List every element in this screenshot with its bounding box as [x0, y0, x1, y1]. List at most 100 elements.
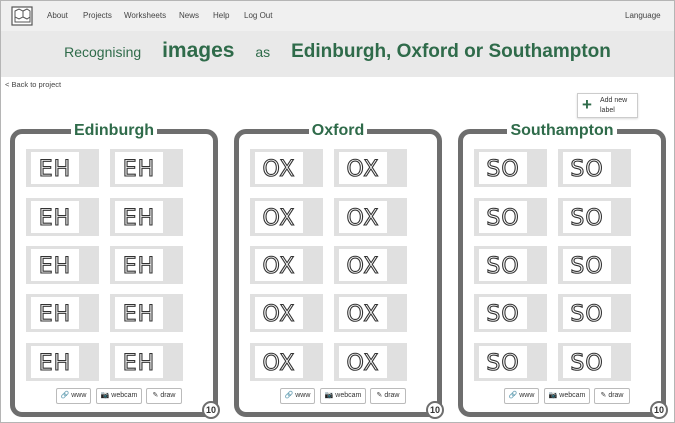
- webcam-button[interactable]: 📷 webcam: [96, 388, 142, 404]
- logo-icon[interactable]: [11, 6, 33, 26]
- training-example-tile[interactable]: EH: [110, 294, 183, 332]
- webcam-label: webcam: [559, 392, 586, 399]
- training-example-tile[interactable]: EH: [110, 246, 183, 284]
- training-example-tile[interactable]: SO: [474, 149, 547, 187]
- training-example-tile[interactable]: OX: [334, 294, 407, 332]
- handwritten-sample-image: OX: [339, 249, 387, 281]
- training-example-tile[interactable]: OX: [250, 294, 323, 332]
- svg-text:SO: SO: [486, 206, 519, 231]
- pencil-icon: ✎: [376, 392, 385, 399]
- www-button[interactable]: 🔗 www: [504, 388, 539, 404]
- svg-text:EH: EH: [123, 254, 155, 279]
- handwritten-sample-image: EH: [115, 249, 163, 281]
- handwritten-sample-image: SO: [479, 201, 527, 233]
- draw-button[interactable]: ✎ draw: [370, 388, 406, 404]
- nav-worksheets[interactable]: Worksheets: [124, 11, 167, 20]
- svg-text:SO: SO: [570, 254, 603, 279]
- label-title-wrap: Southampton: [463, 122, 661, 140]
- handwritten-sample-image: SO: [479, 152, 527, 184]
- training-example-tile[interactable]: OX: [334, 149, 407, 187]
- svg-text:SO: SO: [570, 351, 603, 376]
- training-example-tile[interactable]: SO: [558, 198, 631, 236]
- svg-text:SO: SO: [570, 206, 603, 231]
- handwritten-sample-image: OX: [255, 346, 303, 378]
- draw-button[interactable]: ✎ draw: [146, 388, 182, 404]
- handwritten-sample-image: OX: [255, 249, 303, 281]
- training-example-tile[interactable]: EH: [26, 294, 99, 332]
- handwritten-sample-image: OX: [255, 152, 303, 184]
- handwritten-sample-image: EH: [115, 152, 163, 184]
- example-count-badge: 10: [426, 401, 444, 419]
- handwritten-sample-image: SO: [563, 201, 611, 233]
- svg-text:SO: SO: [486, 302, 519, 327]
- svg-text:EH: EH: [39, 254, 71, 279]
- handwritten-sample-image: SO: [563, 346, 611, 378]
- training-example-tile[interactable]: SO: [558, 149, 631, 187]
- training-example-tile[interactable]: EH: [26, 343, 99, 381]
- training-example-tile[interactable]: SO: [558, 343, 631, 381]
- handwritten-sample-image: EH: [31, 201, 79, 233]
- link-icon: 🔗: [508, 392, 520, 399]
- pencil-icon: ✎: [152, 392, 161, 399]
- webcam-label: webcam: [335, 392, 362, 399]
- nav-language[interactable]: Language: [625, 11, 661, 20]
- handwritten-sample-image: EH: [31, 346, 79, 378]
- heading-label-names: Edinburgh, Oxford or Southampton: [291, 41, 611, 62]
- training-example-tile[interactable]: EH: [26, 246, 99, 284]
- heading-word-images: images: [162, 39, 235, 62]
- svg-text:SO: SO: [486, 254, 519, 279]
- nav-logout[interactable]: Log Out: [244, 11, 273, 20]
- camera-icon: 📷: [100, 392, 112, 399]
- nav-projects[interactable]: Projects: [83, 11, 112, 20]
- handwritten-sample-image: EH: [115, 346, 163, 378]
- draw-label: draw: [608, 392, 624, 399]
- svg-text:OX: OX: [347, 157, 380, 182]
- page-heading: Recognising images as Edinburgh, Oxford …: [1, 31, 674, 77]
- handwritten-sample-image: EH: [31, 152, 79, 184]
- svg-text:EH: EH: [39, 206, 71, 231]
- training-example-tile[interactable]: OX: [250, 198, 323, 236]
- add-new-label-button[interactable]: + Add new label: [577, 93, 638, 118]
- training-example-tile[interactable]: EH: [110, 343, 183, 381]
- training-example-tile[interactable]: OX: [334, 343, 407, 381]
- www-button[interactable]: 🔗 www: [280, 388, 315, 404]
- handwritten-sample-image: EH: [31, 297, 79, 329]
- www-button[interactable]: 🔗 www: [56, 388, 91, 404]
- nav-help[interactable]: Help: [213, 11, 230, 20]
- link-icon: 🔗: [60, 392, 72, 399]
- training-example-tile[interactable]: OX: [250, 343, 323, 381]
- heading-word-as: as: [255, 44, 271, 60]
- training-example-tile[interactable]: OX: [334, 198, 407, 236]
- nav-news[interactable]: News: [179, 11, 200, 20]
- draw-button[interactable]: ✎ draw: [594, 388, 630, 404]
- training-example-tile[interactable]: SO: [474, 343, 547, 381]
- training-example-tile[interactable]: SO: [474, 294, 547, 332]
- example-count-badge: 10: [202, 401, 220, 419]
- training-example-tile[interactable]: SO: [558, 294, 631, 332]
- webcam-button[interactable]: 📷 webcam: [544, 388, 590, 404]
- svg-text:EH: EH: [123, 302, 155, 327]
- navbar: About Projects Worksheets News Help Log …: [1, 1, 674, 31]
- camera-icon: 📷: [548, 392, 560, 399]
- training-example-tile[interactable]: EH: [26, 198, 99, 236]
- handwritten-sample-image: EH: [115, 201, 163, 233]
- training-example-tile[interactable]: SO: [474, 198, 547, 236]
- training-example-tile[interactable]: OX: [250, 149, 323, 187]
- training-example-tile[interactable]: EH: [26, 149, 99, 187]
- training-example-tile[interactable]: EH: [110, 149, 183, 187]
- training-example-tile[interactable]: OX: [250, 246, 323, 284]
- example-count-badge: 10: [650, 401, 668, 419]
- nav-about[interactable]: About: [47, 11, 68, 20]
- training-example-tile[interactable]: EH: [110, 198, 183, 236]
- handwritten-sample-image: SO: [479, 346, 527, 378]
- training-example-tile[interactable]: OX: [334, 246, 407, 284]
- svg-text:OX: OX: [347, 351, 380, 376]
- handwritten-sample-image: SO: [479, 249, 527, 281]
- training-example-tile[interactable]: SO: [558, 246, 631, 284]
- svg-text:OX: OX: [263, 302, 296, 327]
- training-example-tile[interactable]: SO: [474, 246, 547, 284]
- webcam-button[interactable]: 📷 webcam: [320, 388, 366, 404]
- back-to-project-link[interactable]: < Back to project: [5, 80, 62, 89]
